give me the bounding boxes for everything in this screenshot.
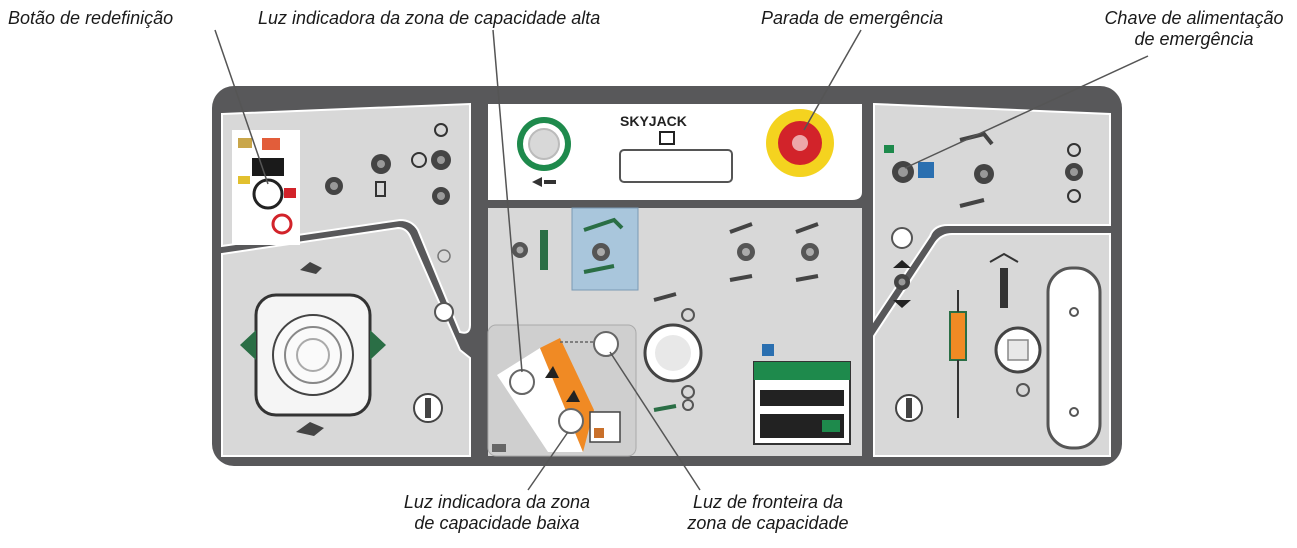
grab-handle bbox=[1046, 266, 1102, 450]
callout-low-capacity-light-line2: de capacidade baixa bbox=[414, 513, 580, 533]
left-indicator-light bbox=[434, 302, 454, 322]
brand-logo: SKYJACK bbox=[620, 113, 687, 129]
callout-emergency-power-switch-line2: de emergência bbox=[1134, 29, 1254, 49]
callout-emergency-power-switch: Chave de alimentação de emergência bbox=[1096, 8, 1292, 50]
callout-emergency-stop: Parada de emergência bbox=[761, 8, 944, 28]
callout-low-capacity-light: Luz indicadora da zona de capacidade bai… bbox=[372, 492, 622, 534]
right-indicator-light bbox=[891, 227, 913, 249]
callout-capacity-boundary-light-line2: zona de capacidade bbox=[687, 513, 849, 533]
horn-icon bbox=[532, 177, 556, 187]
leader-lines bbox=[214, 29, 1149, 491]
callout-reset-button: Botão de redefinição bbox=[8, 8, 174, 28]
callout-emergency-power-switch-line1: Chave de alimentação bbox=[1104, 8, 1284, 28]
callout-high-capacity-light: Luz indicadora da zona de capacidade alt… bbox=[258, 8, 601, 28]
display-window bbox=[619, 149, 733, 183]
reset-button[interactable] bbox=[252, 178, 284, 210]
low-capacity-zone-light bbox=[558, 408, 584, 434]
callout-capacity-boundary-light-line1: Luz de fronteira da bbox=[692, 492, 844, 512]
capacity-boundary-light bbox=[593, 331, 619, 357]
callout-capacity-boundary-light: Luz de fronteira da zona de capacidade bbox=[668, 492, 868, 534]
high-capacity-zone-light bbox=[509, 369, 535, 395]
callout-low-capacity-light-line1: Luz indicadora da zona bbox=[403, 492, 591, 512]
right-upper-section bbox=[873, 102, 1111, 324]
